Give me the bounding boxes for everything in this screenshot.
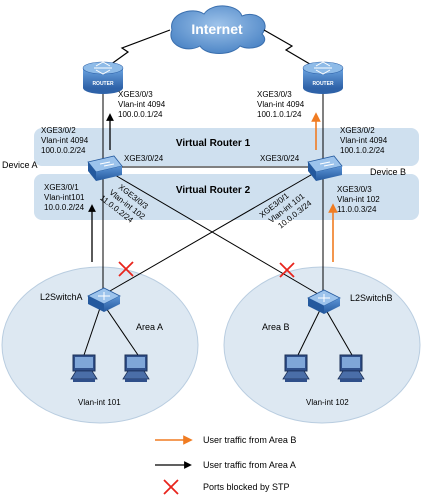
area-b-zone bbox=[223, 266, 421, 424]
device-a-vr2-port: XGE3/0/1 bbox=[44, 183, 79, 192]
device-b-router-port: XGE3/0/3 bbox=[257, 90, 292, 99]
vr2-title: Virtual Router 2 bbox=[176, 185, 251, 196]
device-a-router-ip: 100.0.0.1/24 bbox=[118, 110, 163, 119]
wan-link-right bbox=[263, 29, 321, 71]
device-a-vr2-ip: 10.0.0.2/24 bbox=[44, 203, 85, 212]
device-a-vr1-vlan: Vlan-int 4094 bbox=[41, 136, 89, 145]
legend-cross-label: Ports blocked by STP bbox=[203, 482, 290, 492]
link-switch-b-pc2 bbox=[325, 309, 353, 356]
pc-area-a-1-icon bbox=[70, 354, 98, 383]
internet-cloud: Internet bbox=[170, 5, 266, 54]
device-b-router-vlan: Vlan-int 4094 bbox=[257, 100, 305, 109]
link-a-switch-b bbox=[102, 167, 324, 298]
link-switch-a-pc1 bbox=[83, 307, 101, 356]
area-a-zone bbox=[1, 266, 199, 424]
device-b-vr2-vlan: Vlan-int 102 bbox=[337, 195, 380, 204]
link-switch-a-pc2 bbox=[105, 307, 139, 356]
switch-b-label: L2SwitchB bbox=[350, 293, 393, 303]
router-right-icon: ROUTER bbox=[302, 61, 344, 94]
router-left-caption: ROUTER bbox=[92, 81, 114, 87]
stp-blocked-cross-left bbox=[118, 261, 134, 277]
switch-a-label: L2SwitchA bbox=[40, 292, 83, 302]
device-a-vr1-ip: 100.0.0.2/24 bbox=[41, 146, 86, 155]
device-b-vr1-vlan: Vlan-int 4094 bbox=[340, 136, 388, 145]
link-b-switch-a bbox=[102, 167, 324, 296]
device-b-vr2-ip: 11.0.0.3/24 bbox=[337, 205, 377, 214]
router-right-caption: ROUTER bbox=[312, 81, 334, 87]
l2-switch-b-icon bbox=[307, 289, 341, 314]
internet-label: Internet bbox=[191, 21, 243, 37]
device-b-vr2-port: XGE3/0/3 bbox=[337, 185, 372, 194]
device-a-router-vlan: Vlan-int 4094 bbox=[118, 100, 166, 109]
wan-link-left bbox=[102, 29, 171, 71]
area-a-label: Area A bbox=[136, 322, 163, 332]
device-a-link-port: XGE3/0/24 bbox=[124, 154, 164, 163]
device-b-router-ip: 100.1.0.1/24 bbox=[257, 110, 302, 119]
area-b-label: Area B bbox=[262, 322, 290, 332]
pc-area-b-2-icon bbox=[337, 354, 365, 383]
stp-blocked-cross-right bbox=[279, 262, 295, 278]
router-left-icon: ROUTER bbox=[82, 61, 124, 94]
device-b-link-port: XGE3/0/24 bbox=[260, 154, 300, 163]
device-a-router-port: XGE3/0/3 bbox=[118, 90, 153, 99]
vr1-title: Virtual Router 1 bbox=[176, 138, 251, 149]
l2-switch-a-icon bbox=[87, 287, 121, 312]
device-a-vr2-vlan: Vlan-int101 bbox=[44, 193, 85, 202]
area-a-vlan: Vlan-int 101 bbox=[78, 398, 121, 407]
area-b-vlan: Vlan-int 102 bbox=[306, 398, 349, 407]
device-b-vr1-ip: 100.1.0.2/24 bbox=[340, 146, 385, 155]
device-a-label: Device A bbox=[2, 160, 38, 170]
link-switch-b-pc1 bbox=[297, 309, 321, 356]
pc-area-b-1-icon bbox=[282, 354, 310, 383]
device-a-vr1-port: XGE3/0/2 bbox=[41, 126, 76, 135]
legend-cross-icon bbox=[163, 479, 179, 495]
device-b-label: Device B bbox=[370, 167, 406, 177]
legend-orange-label: User traffic from Area B bbox=[203, 435, 296, 445]
legend-black-label: User traffic from Area A bbox=[203, 460, 296, 470]
device-b-vr1-port: XGE3/0/2 bbox=[340, 126, 375, 135]
device-b-switch-icon bbox=[307, 155, 343, 181]
pc-area-a-2-icon bbox=[122, 354, 150, 383]
device-a-switch-icon bbox=[87, 155, 123, 181]
